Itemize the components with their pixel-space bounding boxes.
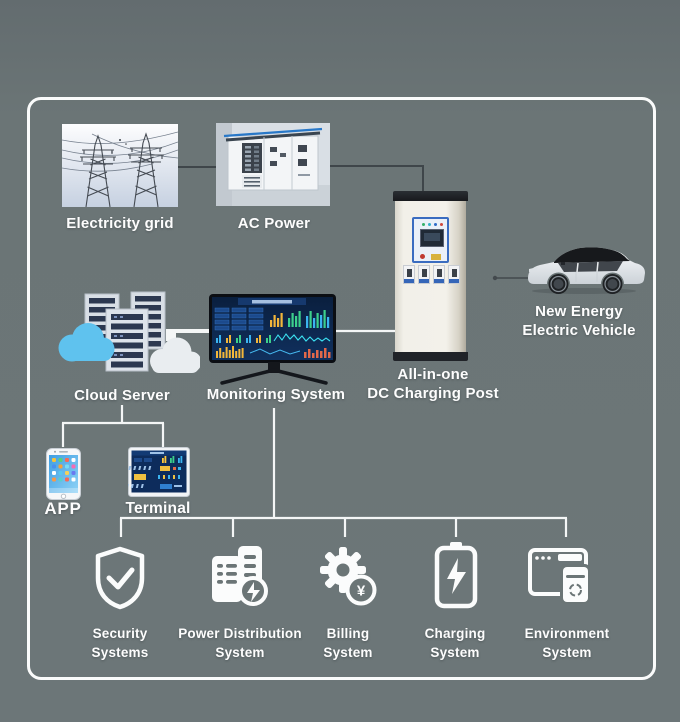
post-base [393,352,468,361]
monitoring-system-label: Monitoring System [206,386,346,403]
breaker [403,265,415,284]
breaker [448,265,460,284]
blue-cloud-icon [58,323,115,362]
ac-power-label: AC Power [237,215,311,232]
yuan-symbol: ¥ [357,583,366,600]
distribution-lightning-icon [212,546,268,606]
gear-yuan-icon: ¥ [320,547,377,606]
cloud-server-illustration [58,291,200,373]
charging-system-label: Charging System [424,626,486,660]
stat-tiles [214,307,264,331]
monitoring-monitor [209,294,336,363]
monitor-stand [220,362,328,385]
dashboard-screen [212,297,333,360]
white-cloud-icon [150,337,200,373]
cable-plug-dot [492,275,498,281]
smartphone-photo [46,448,81,505]
app-label: APP [44,499,82,518]
security-system-label: Security Systems [91,626,149,660]
wheels [548,274,623,294]
cloud-monitor-connector [166,329,211,341]
app-icons [52,458,76,482]
battery-lightning-icon [434,542,478,609]
vehicle-label: New Energy Electric Vehicle [522,303,636,339]
environment-system-label: Environment System [524,626,610,660]
terminal-photo [125,447,190,502]
billing-system-label: Billing System [323,626,373,660]
light-connectors [61,329,568,537]
electricity-grid-photo [62,124,178,207]
breaker [418,265,430,284]
window-recycle-icon [528,548,590,604]
power-distribution-label: Power Distribution System [178,626,302,660]
post-red-button [420,254,425,259]
terminal-label: Terminal [125,500,191,517]
cloud-server-label: Cloud Server [74,387,170,404]
charging-post-label: All-in-one DC Charging Post [367,366,499,402]
dc-charging-post-photo [393,191,468,361]
electric-vehicle-photo [528,247,645,294]
post-top-cap [393,191,468,201]
dark-connectors [178,165,424,191]
breaker [433,265,445,284]
electricity-grid-label: Electricity grid [66,215,174,232]
post-screen [420,229,444,247]
diagram-frame [27,97,656,680]
post-yellow-button [431,254,441,260]
post-control-panel [412,217,449,263]
shield-check-icon [95,546,145,610]
ac-power-photo [216,123,330,206]
